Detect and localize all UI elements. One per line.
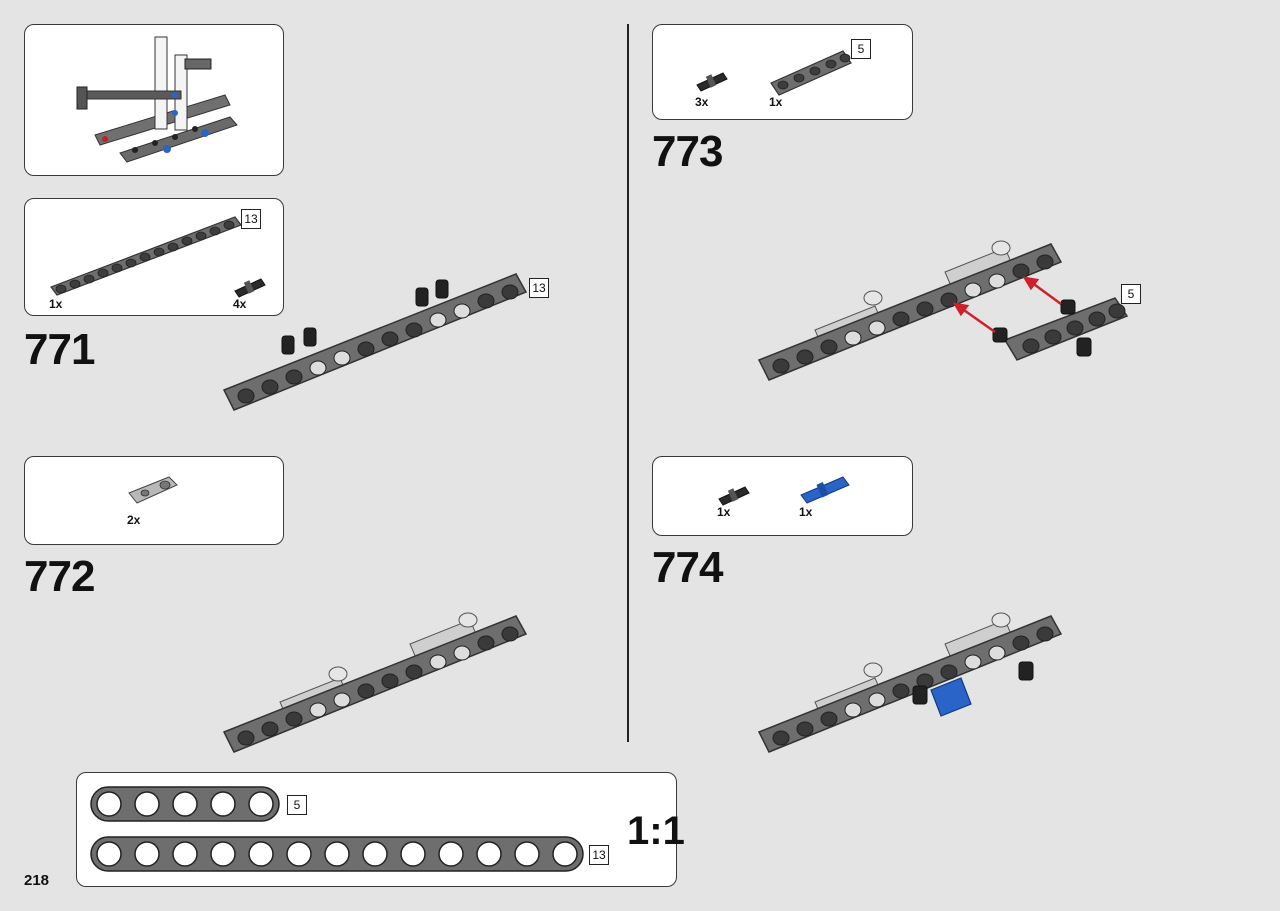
scale-beam-5 bbox=[90, 786, 280, 822]
scale-beam-13 bbox=[90, 836, 584, 872]
pin-connector-part-icon bbox=[128, 476, 178, 504]
friction-pin-icon bbox=[718, 486, 750, 506]
submodel-preview-image bbox=[76, 36, 238, 163]
column-divider bbox=[627, 24, 629, 742]
friction-pin-icon bbox=[696, 72, 728, 92]
scale-beam-5-label: 5 bbox=[287, 795, 307, 815]
step-772-parts-box: 2x bbox=[24, 456, 284, 545]
friction-pin-icon bbox=[234, 278, 266, 298]
step-774-model bbox=[757, 612, 1063, 753]
beam-13-length-label: 13 bbox=[241, 209, 261, 229]
step-772-model bbox=[222, 612, 528, 753]
step-771-model-length-label: 13 bbox=[529, 278, 549, 298]
submodel-preview-box bbox=[24, 24, 284, 176]
step-773-model bbox=[757, 240, 1129, 381]
step-number-774: 774 bbox=[652, 543, 723, 592]
beam-5-part-icon bbox=[770, 50, 852, 96]
beam-13-qty: 1x bbox=[49, 297, 63, 311]
scale-reference-box: 5 13 1:1 bbox=[76, 772, 685, 887]
beam-5-qty: 1x bbox=[769, 95, 783, 109]
step-773-model-length-label: 5 bbox=[1121, 284, 1141, 304]
axle-pin-blue-icon bbox=[800, 476, 850, 504]
step-774-parts-box: 1x 1x bbox=[652, 456, 913, 536]
step-771-model bbox=[222, 273, 528, 411]
friction-pin-qty: 1x bbox=[717, 505, 731, 519]
step-771-parts-box: 13 1x 4x bbox=[24, 198, 284, 316]
scale-label: 1:1 bbox=[627, 809, 685, 853]
friction-pin-qty: 4x bbox=[233, 297, 247, 311]
beam-13-part-icon bbox=[50, 216, 242, 296]
step-number-772: 772 bbox=[24, 552, 95, 601]
beam-5-length-label: 5 bbox=[851, 39, 871, 59]
step-number-773: 773 bbox=[652, 127, 723, 176]
step-number-771: 771 bbox=[24, 325, 95, 374]
pin-connector-qty: 2x bbox=[127, 513, 141, 527]
scale-beam-13-label: 13 bbox=[589, 845, 609, 865]
axle-pin-blue-qty: 1x bbox=[799, 505, 813, 519]
page-number: 218 bbox=[24, 872, 50, 889]
step-773-parts-box: 3x 5 1x bbox=[652, 24, 913, 120]
friction-pin-qty: 3x bbox=[695, 95, 709, 109]
